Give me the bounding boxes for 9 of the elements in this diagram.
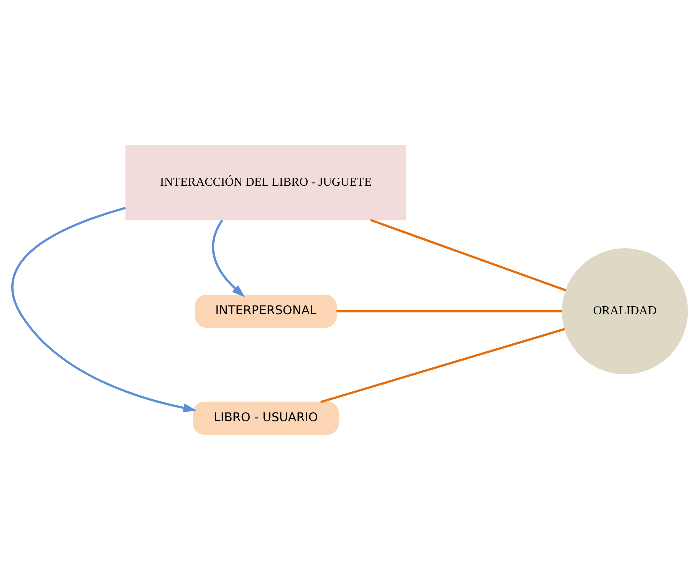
node-circle: ORALIDAD <box>562 248 688 375</box>
node-box: INTERACCIÓN DEL LIBRO - JUGUETE <box>126 145 406 221</box>
arrow <box>212 220 246 298</box>
node-box: INTERPERSONAL <box>195 295 337 328</box>
connector <box>336 310 562 313</box>
arrow <box>12 207 197 413</box>
connector <box>320 328 566 404</box>
node-box: LIBRO - USUARIO <box>193 402 340 435</box>
connector <box>370 219 566 292</box>
